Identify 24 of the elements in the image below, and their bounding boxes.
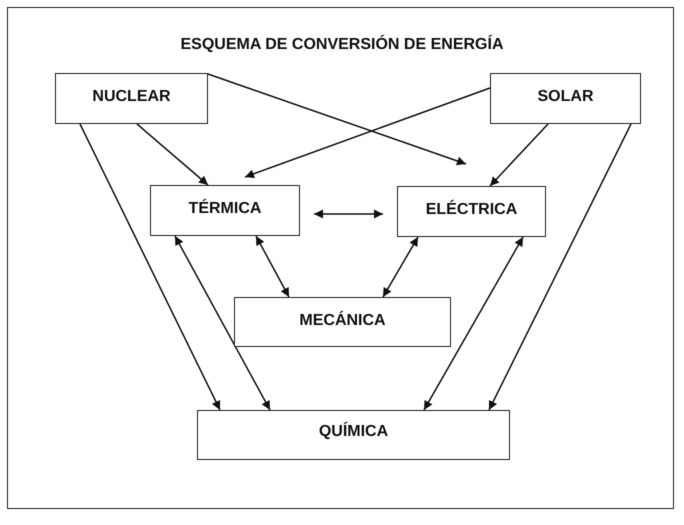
energy-box xyxy=(150,185,300,236)
arrow xyxy=(382,236,419,298)
arrow xyxy=(314,210,383,218)
arrow xyxy=(208,73,466,166)
arrow xyxy=(255,236,290,298)
energy-box xyxy=(55,73,208,124)
energy-box xyxy=(397,186,546,237)
energy-box xyxy=(490,73,641,124)
arrow xyxy=(136,123,208,186)
energy-box xyxy=(197,410,510,460)
box-label: TÉRMICA xyxy=(188,200,262,218)
arrow xyxy=(423,236,524,410)
diagram-title: ESQUEMA DE CONVERSIÓN DE ENERGÍA xyxy=(180,36,504,53)
arrow xyxy=(79,124,221,410)
box-label: ELÉCTRICA xyxy=(426,201,518,219)
box-label: SOLAR xyxy=(538,88,594,106)
arrow xyxy=(174,236,271,410)
energy-box xyxy=(234,297,451,347)
arrow xyxy=(489,123,549,187)
box-label: MECÁNICA xyxy=(299,312,386,330)
box-label: NUCLEAR xyxy=(92,88,171,106)
arrow xyxy=(244,87,490,178)
arrow xyxy=(488,124,632,410)
box-label: QUÍMICA xyxy=(318,423,388,441)
